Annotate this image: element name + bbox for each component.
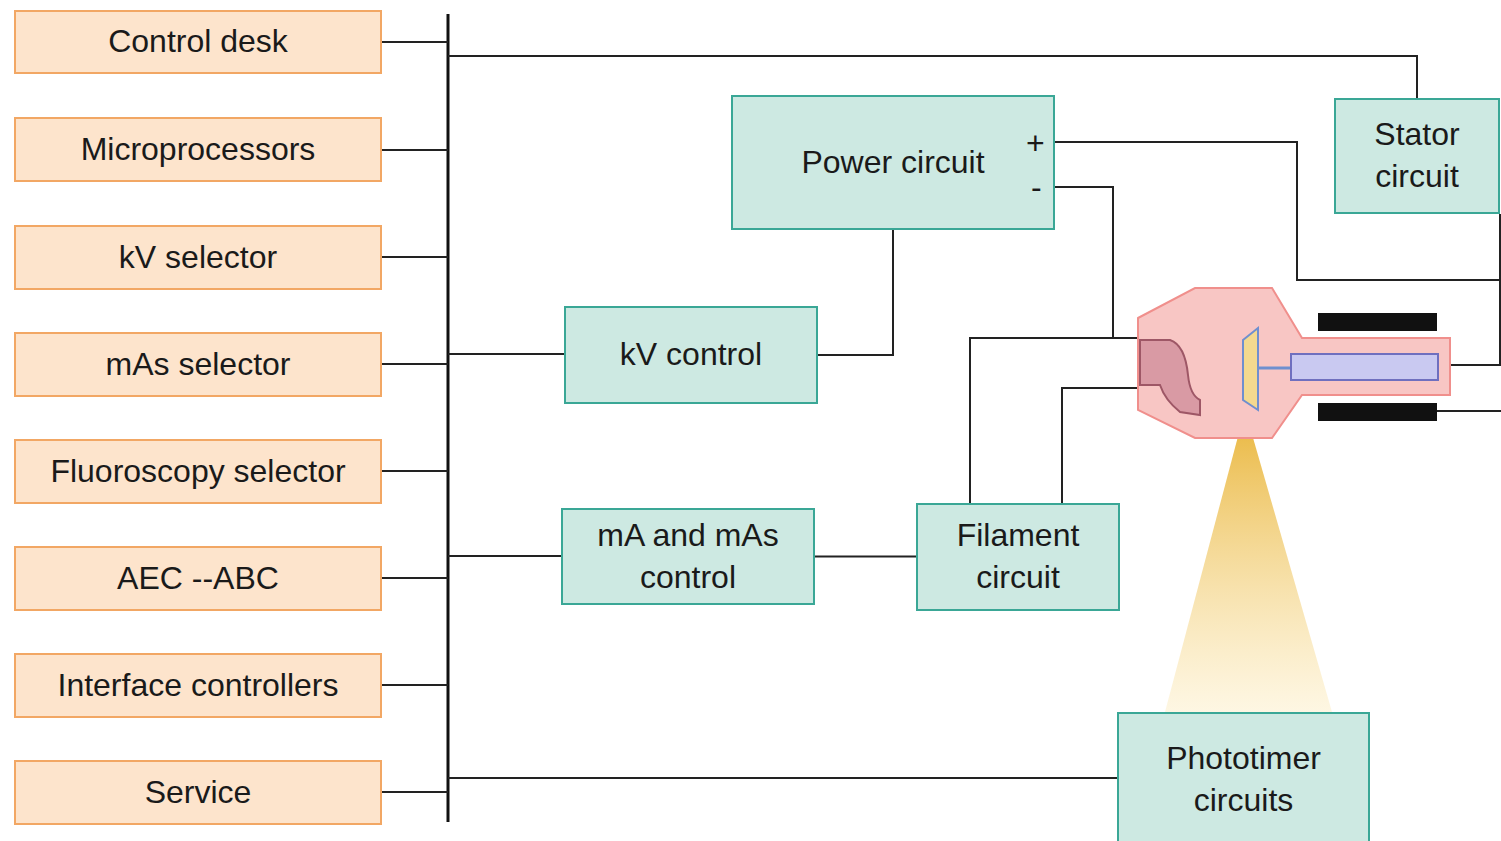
box-label: AEC --ABC: [117, 558, 279, 600]
circuit-box: Phototimer circuits: [1117, 712, 1370, 841]
circuit-box: Filament circuit: [916, 503, 1120, 611]
circuit-box: Power circuit: [731, 95, 1055, 230]
control-box: Control desk: [14, 10, 382, 74]
box-label: kV selector: [119, 237, 277, 279]
stator-winding: [1318, 403, 1437, 421]
box-label: Power circuit: [801, 142, 984, 184]
box-label: Service: [145, 772, 252, 814]
box-label: Microprocessors: [81, 129, 316, 171]
box-label: Phototimer circuits: [1127, 738, 1360, 821]
circuit-box: Stator circuit: [1334, 98, 1500, 214]
control-box: Service: [14, 760, 382, 825]
bus-line: [447, 14, 450, 822]
circuit-box: mA and mAs control: [561, 508, 815, 605]
control-box: Interface controllers: [14, 653, 382, 718]
terminal-sign: -: [1031, 171, 1042, 203]
box-label: Control desk: [108, 21, 288, 63]
tube-envelope: [1138, 288, 1450, 438]
box-label: mA and mAs control: [571, 515, 805, 598]
anode-disc: [1243, 328, 1258, 410]
control-box: Fluoroscopy selector: [14, 439, 382, 504]
control-box: kV selector: [14, 225, 382, 290]
terminal-sign: +: [1026, 127, 1045, 159]
box-label: kV control: [620, 334, 762, 376]
x-ray-beam: [1165, 410, 1332, 712]
box-label: Filament circuit: [926, 515, 1110, 598]
box-label: mAs selector: [106, 344, 291, 386]
cathode-cup: [1140, 340, 1200, 415]
stator-winding: [1318, 313, 1437, 331]
box-label: Stator circuit: [1344, 114, 1490, 197]
anode-stem: [1258, 367, 1292, 370]
control-box: mAs selector: [14, 332, 382, 397]
rotor: [1291, 354, 1438, 380]
control-box: AEC --ABC: [14, 546, 382, 611]
control-box: Microprocessors: [14, 117, 382, 182]
box-label: Interface controllers: [57, 665, 338, 707]
circuit-wire: [815, 556, 916, 558]
box-label: Fluoroscopy selector: [50, 451, 345, 493]
circuit-wire: [818, 230, 893, 355]
circuit-box: kV control: [564, 306, 818, 404]
